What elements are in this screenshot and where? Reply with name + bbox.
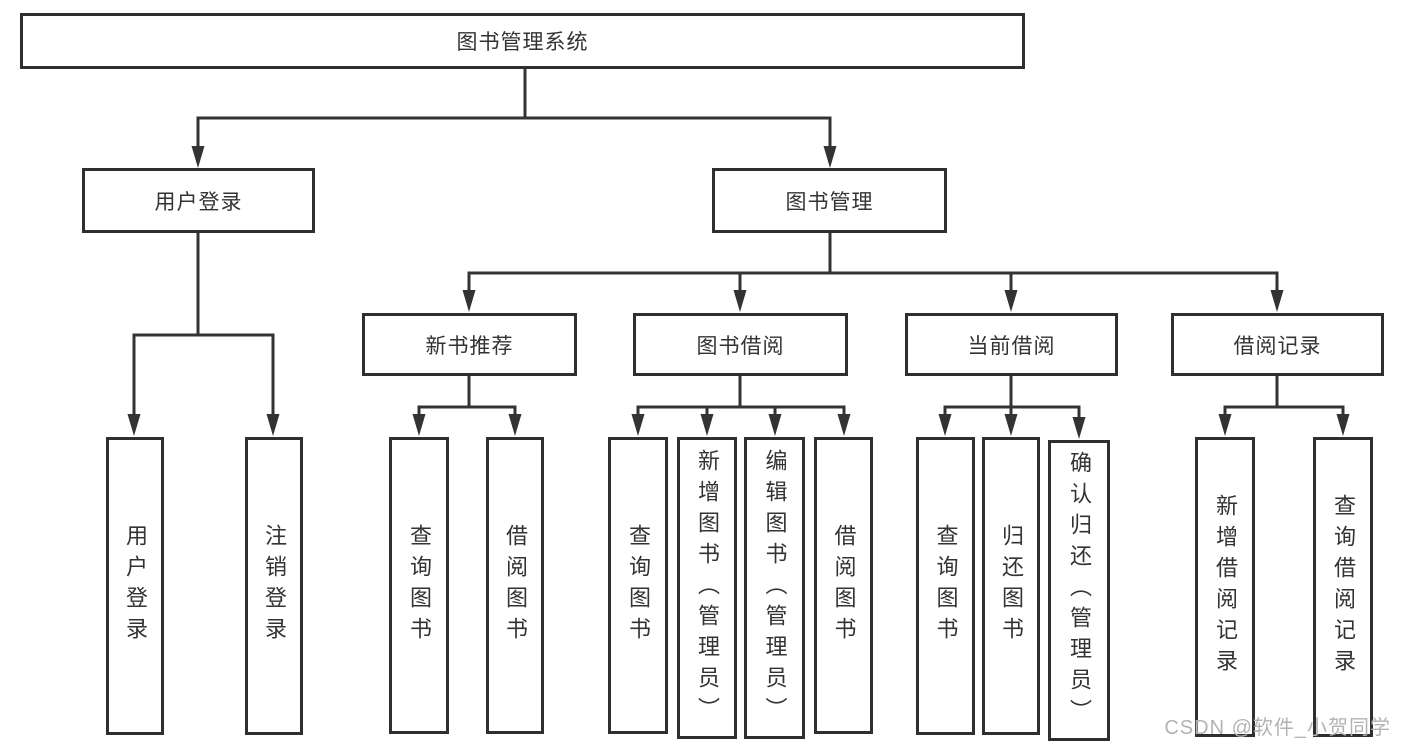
- node-root: 图书管理系统: [20, 13, 1025, 69]
- leaf-user-login-label: 用户登录: [123, 524, 148, 648]
- leaf-records-add-record-label: 新增借阅记录: [1213, 494, 1238, 680]
- leaf-borrow-query-books-label: 查询图书: [626, 523, 651, 648]
- node-new-book-recommend: 新书推荐: [362, 313, 577, 376]
- leaf-current-query-books-label: 查询图书: [933, 524, 959, 648]
- leaf-current-confirm-return-admin: 确认归还（管理员）: [1048, 440, 1110, 741]
- leaf-recommend-borrow-books-label: 借阅图书: [503, 523, 528, 648]
- leaf-current-confirm-return-admin-label: 确认归还（管理员）: [1067, 451, 1092, 730]
- leaf-current-return-books-label: 归还图书: [999, 524, 1024, 648]
- leaf-borrow-borrow-books-label: 借阅图书: [831, 523, 857, 648]
- leaf-borrow-add-books-admin-label: 新增图书（管理员）: [695, 448, 720, 728]
- leaf-borrow-edit-books-admin-label: 编辑图书（管理员）: [762, 448, 788, 728]
- node-book-management: 图书管理: [712, 168, 947, 233]
- node-current-borrow: 当前借阅: [905, 313, 1118, 376]
- leaf-current-query-books: 查询图书: [916, 437, 975, 735]
- node-borrow-records: 借阅记录: [1171, 313, 1384, 376]
- node-user-login: 用户登录: [82, 168, 315, 233]
- leaf-records-query-record: 查询借阅记录: [1313, 437, 1373, 737]
- leaf-records-add-record: 新增借阅记录: [1195, 437, 1255, 737]
- leaf-borrow-add-books-admin: 新增图书（管理员）: [677, 437, 737, 739]
- leaf-logout-login: 注销登录: [245, 437, 303, 735]
- leaf-logout-login-label: 注销登录: [262, 524, 287, 648]
- leaf-user-login: 用户登录: [106, 437, 164, 735]
- leaf-borrow-edit-books-admin: 编辑图书（管理员）: [744, 437, 805, 739]
- leaf-borrow-borrow-books: 借阅图书: [814, 437, 873, 734]
- leaf-recommend-query-books-label: 查询图书: [407, 523, 432, 648]
- leaf-recommend-borrow-books: 借阅图书: [486, 437, 544, 734]
- watermark: CSDN @软件_小贺同学: [1164, 717, 1391, 739]
- leaf-records-query-record-label: 查询借阅记录: [1331, 494, 1356, 680]
- node-book-borrow: 图书借阅: [633, 313, 848, 376]
- leaf-current-return-books: 归还图书: [982, 437, 1040, 735]
- leaf-borrow-query-books: 查询图书: [608, 437, 668, 734]
- leaf-recommend-query-books: 查询图书: [389, 437, 449, 734]
